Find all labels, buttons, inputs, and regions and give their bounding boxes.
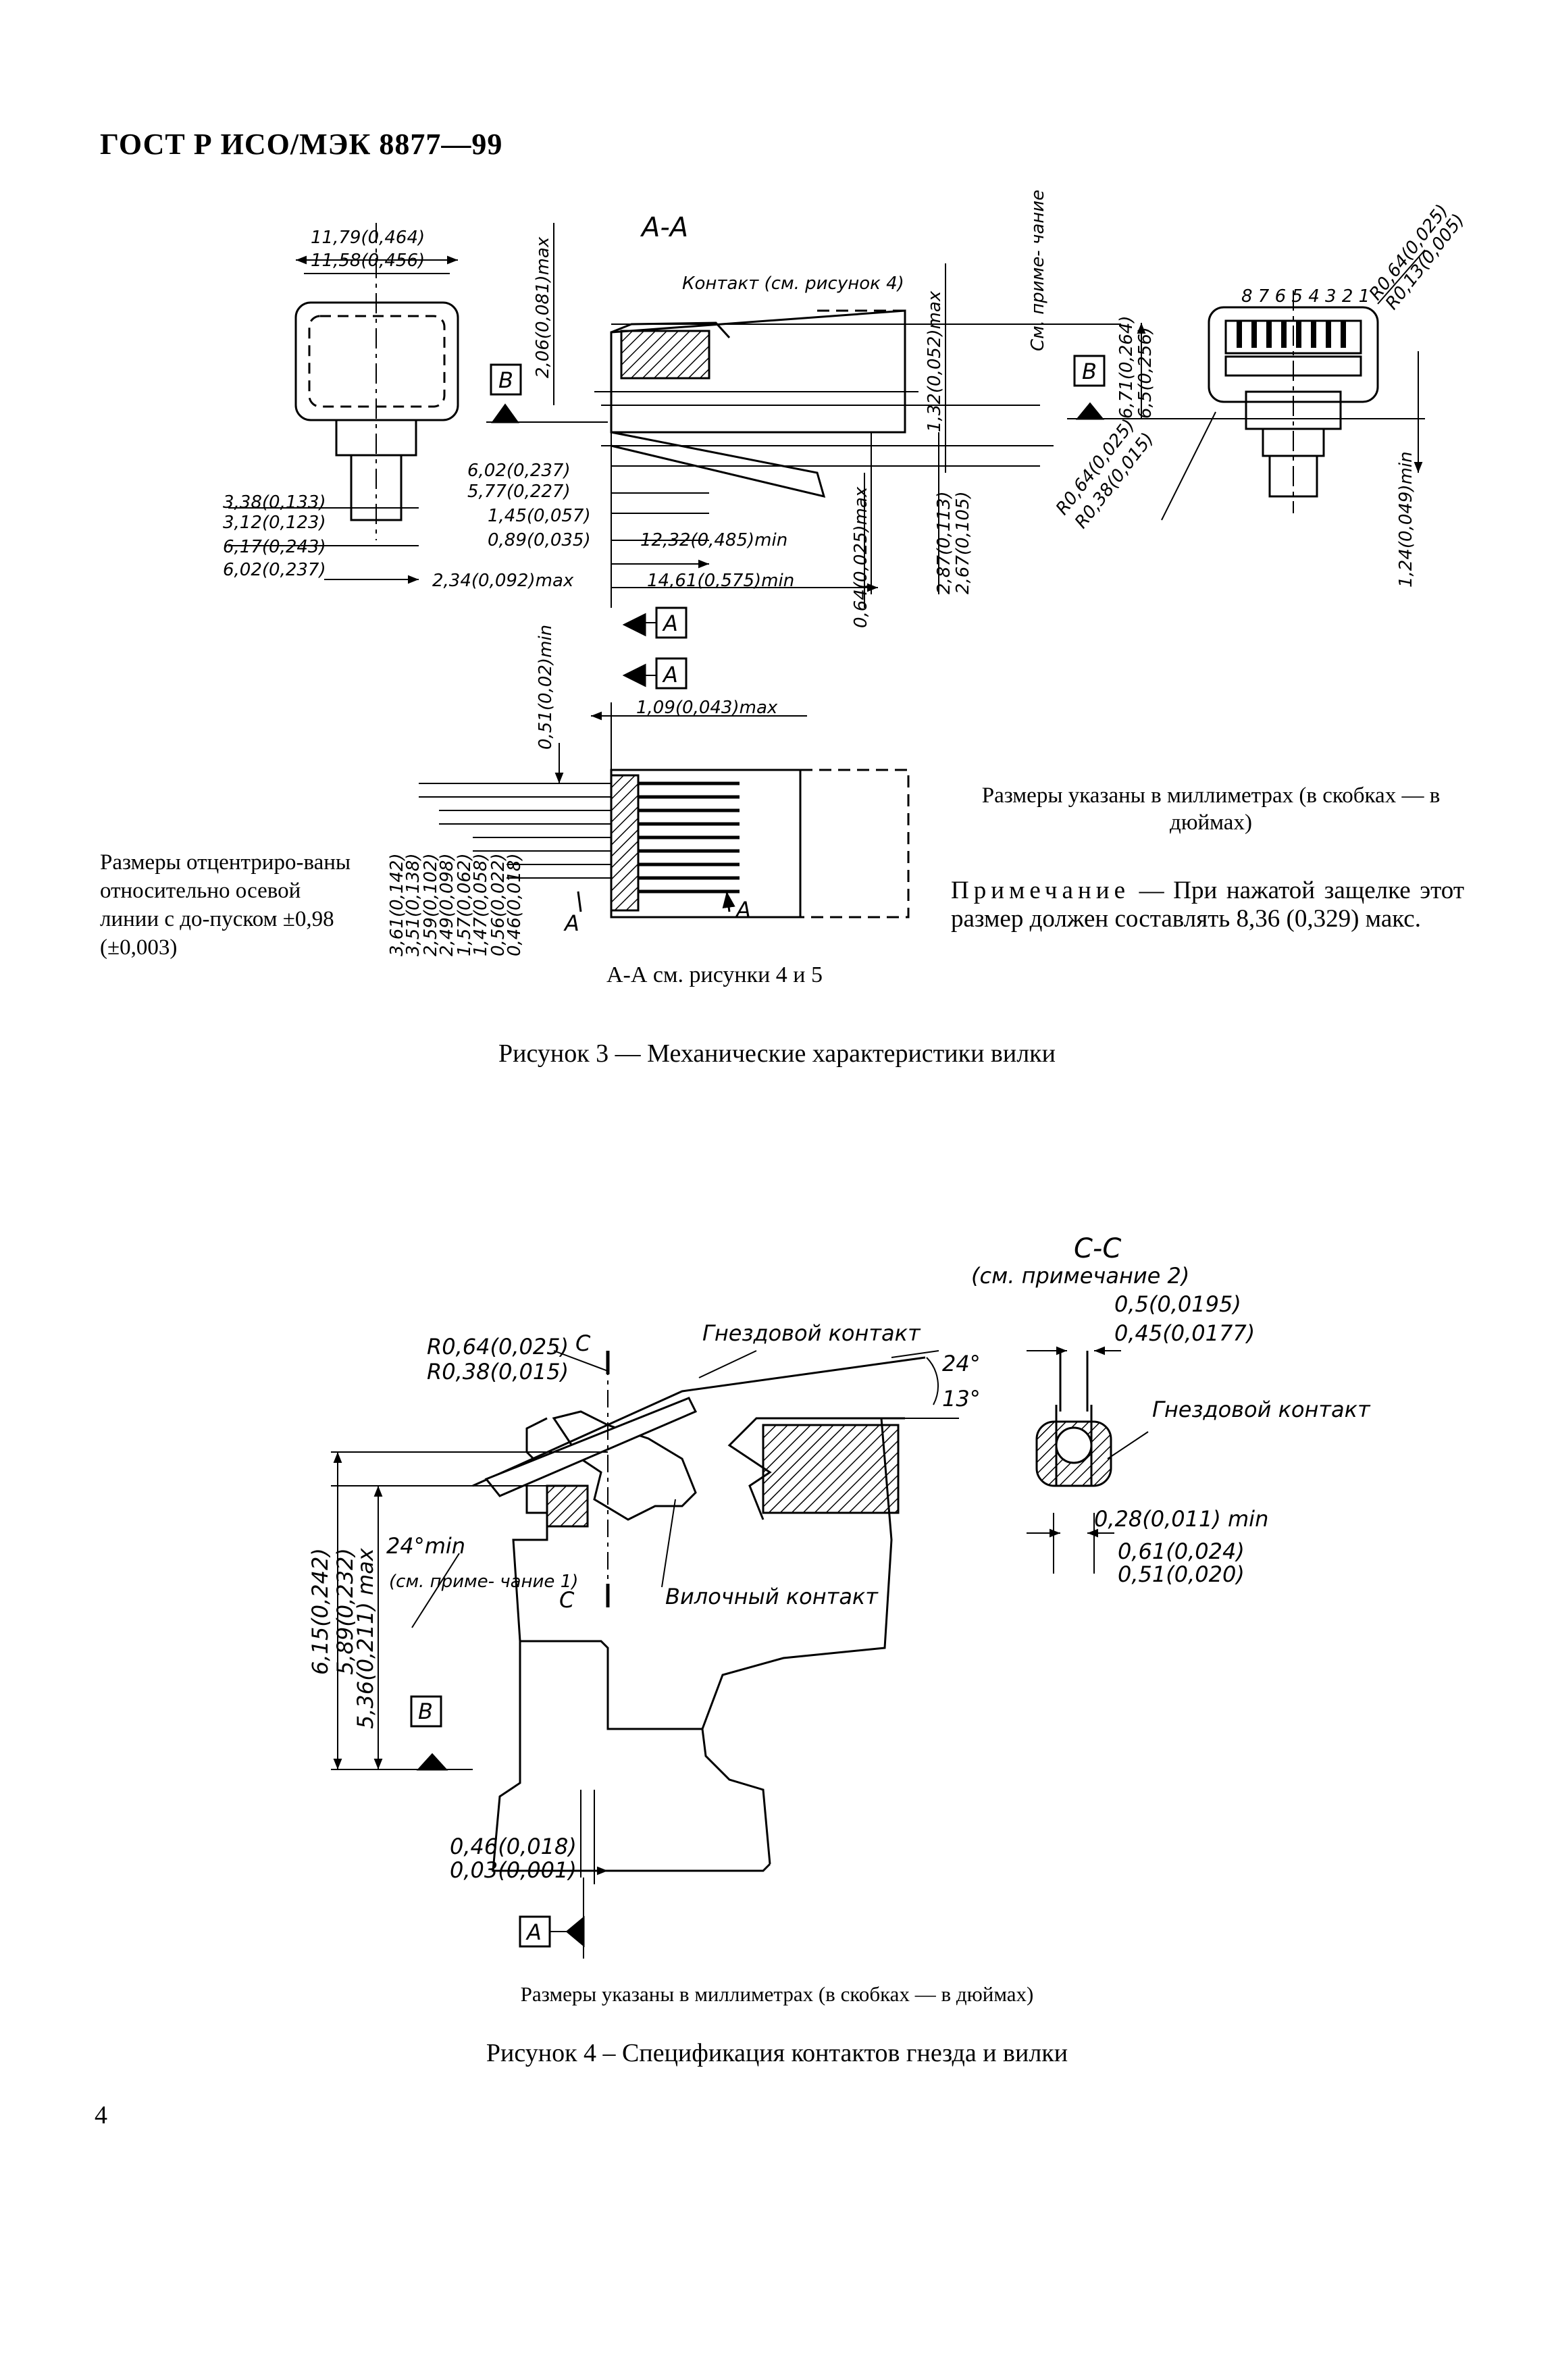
units-note-fig4: Размеры указаны в миллиметрах (в скобках… <box>520 1982 1034 2006</box>
dim-0-51: 0,51(0,02)min <box>536 625 556 750</box>
jack-and-plug-section <box>331 1350 959 1884</box>
fig4-section-note: (см. примечание 2) <box>971 1263 1189 1289</box>
fig4-plug-contact: Вилочный контакт <box>665 1584 879 1609</box>
fig3-section-label: А-А <box>640 212 688 243</box>
figure4-caption: Рисунок 4 – Спецификация контактов гнезд… <box>486 2039 1068 2067</box>
figure4-drawing <box>331 1346 1149 1959</box>
dim-3-12: 3,12(0,123) <box>223 513 326 533</box>
dim-2-49: 2,49(0,098) <box>437 853 457 956</box>
fig3-datum-a: A <box>662 611 678 636</box>
fig4-dim-0-28: 0,28(0,011) min <box>1094 1506 1268 1532</box>
dim-1-09: 1,09(0,043)max <box>636 698 778 718</box>
dim-12-32: 12,32(0,485)min <box>640 530 787 550</box>
dim-2-87: 2,87(0,113) <box>934 491 954 594</box>
centering-note: Размеры отцентриро-ваны относительно осе… <box>100 850 351 960</box>
fig4-angle-13: 13° <box>942 1386 981 1412</box>
fig4-dim-0-51: 0,51(0,020) <box>1118 1561 1245 1587</box>
plug-bottom-view <box>419 702 910 919</box>
fig4-cut-c-bottom: C <box>559 1587 575 1613</box>
dim-5-77: 5,77(0,227) <box>467 482 571 502</box>
page-number: 4 <box>95 2101 107 2129</box>
fig3-pin-numbers: 8 7 6 5 4 3 2 1 <box>1241 286 1370 307</box>
plug-front-view <box>228 223 459 584</box>
dim-1-57: 1,57(0,062) <box>455 853 475 956</box>
dim-3-61: 3,61(0,142) <box>387 853 407 956</box>
note-label: Примечание <box>951 877 1130 904</box>
dim-14-61: 14,61(0,575)min <box>647 571 794 591</box>
dim-11-58: 11,58(0,456) <box>311 251 425 271</box>
fig4-cc-jack-contact: Гнездовой контакт <box>1152 1397 1371 1422</box>
units-note-fig3: Размеры указаны в миллиметрах (в скобках… <box>951 782 1471 836</box>
fig3-datum-b-left: B <box>498 367 513 393</box>
dim-3-38: 3,38(0,133) <box>223 492 326 513</box>
dim-0-46: 0,46(0,018) <box>504 853 525 956</box>
dim-11-79: 11,79(0,464) <box>311 228 425 248</box>
fig4-datum-a: A <box>525 1919 542 1945</box>
dim-2-59: 2,59(0,102) <box>421 853 441 956</box>
units-note-fig3-text: Размеры указаны в миллиметрах (в скобках… <box>981 783 1441 835</box>
fig4-datum-b: B <box>418 1699 433 1724</box>
aa-see-caption: А-А см. рисунки 4 и 5 <box>606 962 823 987</box>
dim-6-02: 6,02(0,237) <box>223 560 326 580</box>
fig4-dim-0-61: 0,61(0,024) <box>1118 1538 1245 1564</box>
dim-6-71: 6,71(0,264) <box>1116 315 1137 419</box>
figure3-caption: Рисунок 3 — Механические характеристики … <box>498 1039 1056 1068</box>
fig4-dim-r0-38: R0,38(0,015) <box>427 1359 569 1385</box>
dim-3-51: 3,51(0,138) <box>403 853 423 956</box>
fig4-dim-5-36: 5,36(0,211) max <box>353 1547 378 1729</box>
fig4-cut-c-top: C <box>575 1330 591 1356</box>
fig4-angle-min: 24°min <box>386 1533 465 1559</box>
figure3-drawing: 11,79(0,464) 11,58(0,456) 3,38(0,133) 3,… <box>223 223 1426 919</box>
fig4-dim-r0-64: R0,64(0,025) <box>427 1334 569 1360</box>
dim-0-89: 0,89(0,035) <box>488 530 591 550</box>
fig4-dim-0-46: 0,46(0,018) <box>450 1834 577 1859</box>
fig3-cut-a-left: A <box>563 910 579 936</box>
fig4-section-label: C-C <box>1074 1233 1121 1264</box>
fig4-see-note1: (см. приме- чание 1) <box>389 1572 578 1592</box>
fig3-cut-a-right: A <box>735 897 751 923</box>
dim-0-64: 0,64(0,025)max <box>851 486 871 628</box>
dim-0-56: 0,56(0,022) <box>488 853 509 956</box>
dim-1-47: 1,47(0,058) <box>471 853 491 956</box>
dim-1-24: 1,24(0,049)min <box>1396 451 1416 588</box>
fig3-datum-a-2: A <box>662 662 678 688</box>
document-header: ГОСТ Р ИСО/МЭК 8877—99 <box>100 128 503 161</box>
dim-1-32: 1,32(0,052)max <box>925 290 945 432</box>
fig4-dim-6-15: 6,15(0,242) <box>307 1548 333 1675</box>
cc-section <box>1027 1346 1149 1574</box>
dim-1-45: 1,45(0,057) <box>488 506 591 526</box>
fig4-dim-0-45: 0,45(0,0177) <box>1114 1320 1255 1346</box>
dim-2-67: 2,67(0,105) <box>953 491 973 594</box>
dim-2-06: 2,06(0,081)max <box>533 236 553 378</box>
dim-2-34: 2,34(0,092)max <box>432 571 574 591</box>
dim-6-17: 6,17(0,243) <box>223 537 326 557</box>
fig3-contact-note: Контакт (см. рисунок 4) <box>682 274 904 294</box>
dim-6-02-mid: 6,02(0,237) <box>467 461 571 481</box>
fig3-datum-b-right: B <box>1082 359 1097 384</box>
fig4-dim-0-5: 0,5(0,0195) <box>1114 1291 1241 1317</box>
fig4-dim-5-89: 5,89(0,232) <box>332 1548 358 1675</box>
fig4-angle-24: 24° <box>942 1351 981 1376</box>
plug-side-section <box>553 223 1121 608</box>
fig4-jack-contact: Гнездовой контакт <box>702 1320 921 1346</box>
fig3-see-note: См. приме- чание <box>1028 190 1048 351</box>
note-paragraph: Примечание — При нажатой защелке этот ра… <box>951 877 1464 933</box>
note-text: — При нажатой защелке этот размер должен… <box>951 877 1464 933</box>
fig4-dim-0-03: 0,03(0,001) <box>450 1857 577 1883</box>
dim-6-5: 6,5(0,256) <box>1135 327 1156 419</box>
plug-contact-face-view <box>1137 249 1426 521</box>
